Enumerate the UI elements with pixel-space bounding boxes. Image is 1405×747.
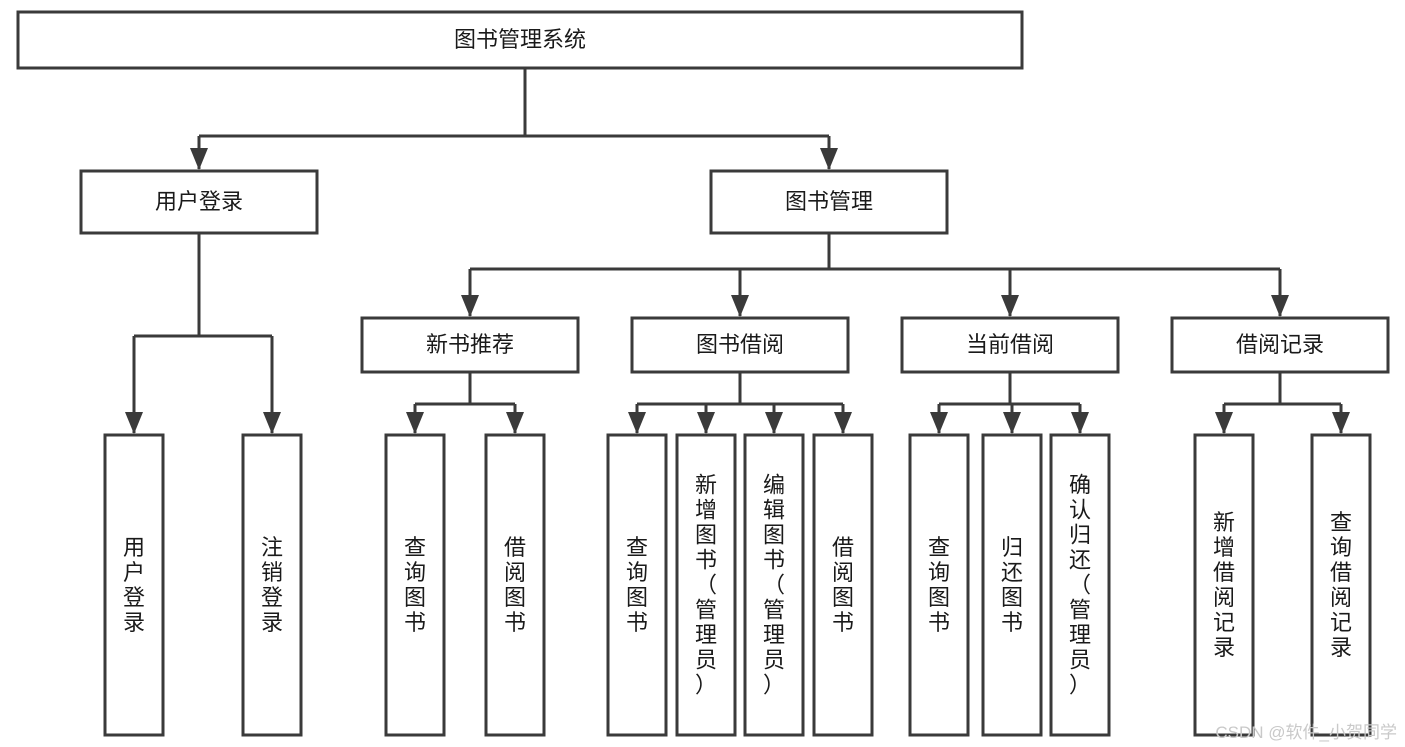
node-box-current-borrow [900, 316, 1120, 374]
node-leaf-add-record[interactable]: 新增借阅记录 [1193, 433, 1255, 737]
node-book-admin[interactable]: 图书管理 [709, 169, 949, 235]
node-leaf-logout[interactable]: 注销登录 [241, 433, 303, 737]
node-leaf-confirm-return[interactable]: 确认归还（管理员） [1049, 433, 1111, 737]
node-label-leaf-borrow-book-2: 借阅图书 [832, 535, 854, 635]
arrow-head-icon [406, 412, 424, 434]
node-box-leaf-confirm-return [1049, 433, 1111, 737]
node-label-leaf-confirm-return: 确认归还（管理员） [1069, 473, 1091, 698]
node-new-book-rec[interactable]: 新书推荐 [360, 316, 580, 374]
node-box-leaf-logout [241, 433, 303, 737]
node-label-current-borrow: 当前借阅 [966, 332, 1054, 357]
node-leaf-query-book-1[interactable]: 查询图书 [384, 433, 446, 737]
arrow-head-icon [461, 295, 479, 317]
node-label-leaf-query-record: 查询借阅记录 [1330, 510, 1352, 660]
node-label-leaf-user-login: 用户登录 [123, 535, 145, 635]
node-current-borrow[interactable]: 当前借阅 [900, 316, 1120, 374]
node-layer: 图书管理系统用户登录图书管理新书推荐图书借阅当前借阅借阅记录用户登录注销登录查询… [16, 10, 1390, 737]
node-leaf-borrow-book-1[interactable]: 借阅图书 [484, 433, 546, 737]
arrow-head-icon [820, 148, 838, 170]
node-leaf-add-book[interactable]: 新增图书（管理员） [675, 433, 737, 737]
node-box-leaf-return-book [981, 433, 1043, 737]
node-leaf-query-book-2[interactable]: 查询图书 [606, 433, 668, 737]
node-leaf-query-book-3[interactable]: 查询图书 [908, 433, 970, 737]
node-label-new-book-rec: 新书推荐 [426, 332, 514, 357]
node-label-leaf-query-book-3: 查询图书 [928, 535, 950, 635]
node-box-book-borrow [630, 316, 850, 374]
node-leaf-query-record[interactable]: 查询借阅记录 [1310, 433, 1372, 737]
arrow-head-icon [834, 412, 852, 434]
node-box-user-login [79, 169, 319, 235]
node-label-book-admin: 图书管理 [785, 189, 873, 214]
arrow-head-icon [263, 412, 281, 434]
node-label-leaf-query-book-2: 查询图书 [626, 535, 648, 635]
arrow-head-icon [765, 412, 783, 434]
node-borrow-record[interactable]: 借阅记录 [1170, 316, 1390, 374]
node-label-leaf-add-book: 新增图书（管理员） [695, 473, 717, 698]
node-box-leaf-query-book-1 [384, 433, 446, 737]
arrow-head-icon [697, 412, 715, 434]
node-label-leaf-borrow-book-1: 借阅图书 [504, 535, 526, 635]
node-box-new-book-rec [360, 316, 580, 374]
node-label-leaf-edit-book: 编辑图书（管理员） [763, 473, 785, 698]
arrow-head-icon [1001, 295, 1019, 317]
node-leaf-user-login[interactable]: 用户登录 [103, 433, 165, 737]
arrow-head-icon [125, 412, 143, 434]
node-label-borrow-record: 借阅记录 [1236, 332, 1324, 357]
node-box-leaf-query-book-2 [606, 433, 668, 737]
node-box-leaf-user-login [103, 433, 165, 737]
node-box-leaf-edit-book [743, 433, 805, 737]
node-box-borrow-record [1170, 316, 1390, 374]
node-box-root [16, 10, 1024, 70]
arrow-head-icon [1215, 412, 1233, 434]
node-box-leaf-query-record [1310, 433, 1372, 737]
node-box-leaf-query-book-3 [908, 433, 970, 737]
node-label-leaf-logout: 注销登录 [261, 535, 283, 635]
node-label-leaf-add-record: 新增借阅记录 [1213, 510, 1235, 660]
node-user-login[interactable]: 用户登录 [79, 169, 319, 235]
node-label-book-borrow: 图书借阅 [696, 332, 784, 357]
node-root[interactable]: 图书管理系统 [16, 10, 1024, 70]
arrow-head-icon [628, 412, 646, 434]
node-box-leaf-add-book [675, 433, 737, 737]
node-label-root: 图书管理系统 [454, 27, 586, 52]
arrow-head-icon [1071, 412, 1089, 434]
node-box-leaf-add-record [1193, 433, 1255, 737]
node-leaf-return-book[interactable]: 归还图书 [981, 433, 1043, 737]
node-label-leaf-return-book: 归还图书 [1001, 535, 1023, 635]
arrow-head-icon [1003, 412, 1021, 434]
arrow-head-icon [1332, 412, 1350, 434]
node-box-leaf-borrow-book-1 [484, 433, 546, 737]
arrow-head-icon [506, 412, 524, 434]
node-label-leaf-query-book-1: 查询图书 [404, 535, 426, 635]
arrow-head-icon [731, 295, 749, 317]
node-box-leaf-borrow-book-2 [812, 433, 874, 737]
node-label-user-login: 用户登录 [155, 189, 243, 214]
node-leaf-borrow-book-2[interactable]: 借阅图书 [812, 433, 874, 737]
node-box-book-admin [709, 169, 949, 235]
watermark-label: CSDN @软件_小贺同学 [1215, 723, 1397, 742]
node-leaf-edit-book[interactable]: 编辑图书（管理员） [743, 433, 805, 737]
arrow-head-icon [190, 148, 208, 170]
arrow-head-icon [1271, 295, 1289, 317]
node-book-borrow[interactable]: 图书借阅 [630, 316, 850, 374]
connector-layer [125, 68, 1350, 434]
arrow-head-icon [930, 412, 948, 434]
